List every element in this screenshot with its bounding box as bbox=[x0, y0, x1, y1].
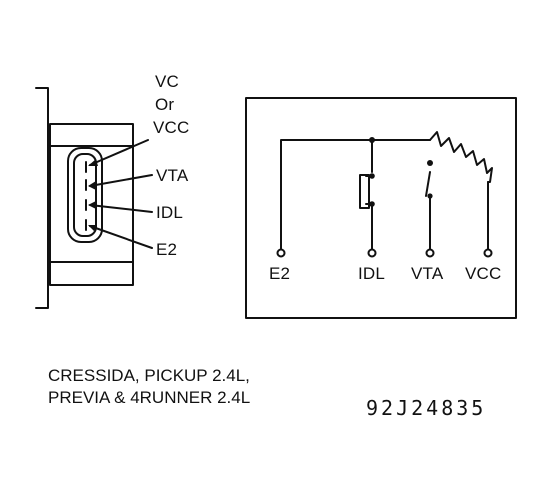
figure-code: 92J24835 bbox=[366, 396, 487, 420]
e2-wire bbox=[280, 139, 373, 251]
leader-vta bbox=[89, 174, 153, 187]
label-vta-terminal: VTA bbox=[411, 264, 444, 283]
idl-switch-icon bbox=[359, 174, 370, 209]
leader-vcc bbox=[89, 139, 149, 166]
terminal-circles bbox=[276, 248, 493, 258]
connector-socket-inner bbox=[73, 153, 97, 237]
terminal-e2 bbox=[276, 248, 286, 258]
label-e2-terminal: E2 bbox=[269, 264, 291, 283]
leader-idl bbox=[89, 204, 153, 213]
vta-wiper-icon bbox=[425, 171, 431, 197]
connector-socket bbox=[67, 147, 103, 243]
leader-lines bbox=[89, 139, 153, 249]
leader-arrowheads bbox=[88, 159, 98, 231]
leader-e2 bbox=[89, 225, 153, 249]
label-vcc-terminal: VCC bbox=[465, 264, 502, 283]
label-idl-connector: IDL bbox=[156, 203, 184, 222]
label-vcc-connector: VCC bbox=[153, 118, 190, 137]
label-or: Or bbox=[155, 95, 175, 114]
label-vta-connector: VTA bbox=[156, 166, 189, 185]
resistor-icon bbox=[429, 131, 493, 183]
vehicle-caption: CRESSIDA, PICKUP 2.4L, PREVIA & 4RUNNER … bbox=[48, 365, 250, 409]
schematic-box bbox=[245, 97, 517, 319]
junction-dots bbox=[369, 137, 433, 207]
label-vc: VC bbox=[155, 72, 180, 91]
label-e2-connector: E2 bbox=[156, 240, 178, 259]
terminal-vcc bbox=[483, 248, 493, 258]
connector-body bbox=[35, 87, 134, 309]
label-idl-terminal: IDL bbox=[358, 264, 386, 283]
caption-line-1: CRESSIDA, PICKUP 2.4L, bbox=[48, 366, 250, 385]
terminal-vta bbox=[425, 248, 435, 258]
terminal-idl bbox=[367, 248, 377, 258]
caption-line-2: PREVIA & 4RUNNER 2.4L bbox=[48, 388, 251, 407]
